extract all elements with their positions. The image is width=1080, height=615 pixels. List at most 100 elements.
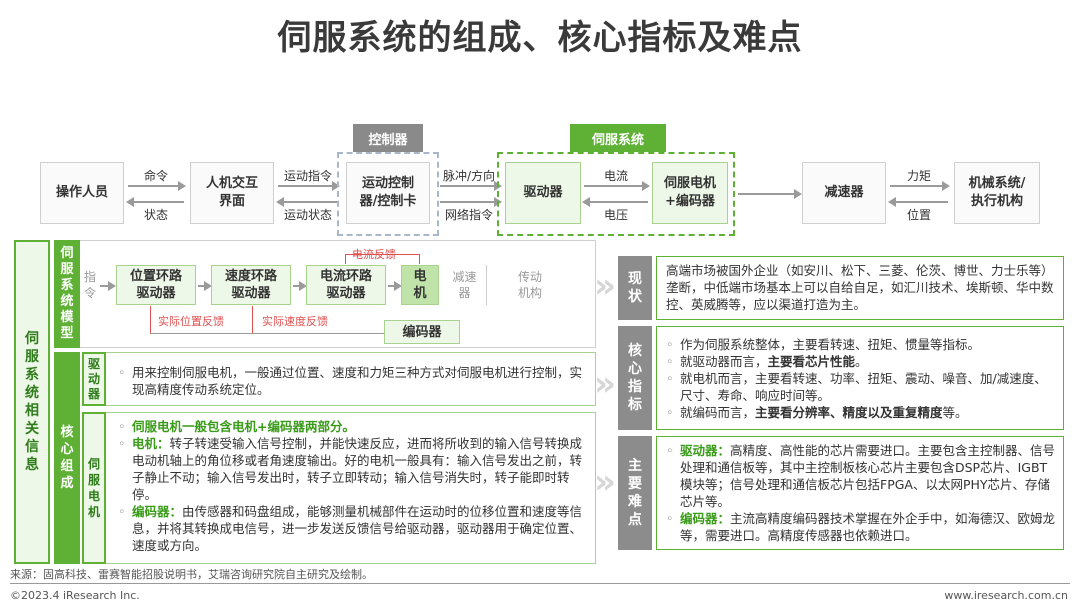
motion-status-label: 运动状态 xyxy=(283,208,332,222)
model-reducer: 减速 器 xyxy=(443,265,487,305)
core-motor-label: 伺 服 电 机 xyxy=(82,412,106,564)
motor-desc: ◦伺服电机一般包含电机+编码器两部分。 ◦电机：转子转速受输入信号控制，并能快速… xyxy=(118,418,588,554)
voltage-label: 电压 xyxy=(603,208,628,222)
status-label-box: 现 状 xyxy=(618,256,652,320)
arrow-current xyxy=(584,181,650,191)
bullet-icon: ◦ xyxy=(666,443,674,458)
arrow-cmd-pos xyxy=(100,281,116,291)
bullet-icon: ◦ xyxy=(666,371,674,386)
encoder-box: 编码器 xyxy=(384,320,460,344)
current-loop-box: 电流环路 驱动器 xyxy=(306,265,386,305)
controller-label: 运动控制 器/控制卡 xyxy=(359,176,417,209)
chevron-right-icon: » xyxy=(594,462,616,502)
bullet-icon: ◦ xyxy=(666,337,674,352)
related-info-label: 伺 服 系 统 相 关 信 息 xyxy=(14,240,50,564)
index-4-post: 等。 xyxy=(942,405,968,420)
index-text: ◦ 作为伺服系统整体，主要看转速、扭矩、惯量等指标。 ◦ 就驱动器而言，主要看芯片性… xyxy=(666,336,1058,421)
site-link: www.iresearch.com.cn xyxy=(944,589,1068,602)
chevron-right-icon: » xyxy=(594,266,616,306)
footer-divider xyxy=(10,583,1070,584)
encoder-key: 编码器： xyxy=(132,504,183,519)
cmd-label: 命令 xyxy=(143,169,168,183)
servo-header: 伺服系统 xyxy=(570,124,666,152)
core-driver-label: 驱 动 器 xyxy=(82,352,106,406)
index-1: 作为伺服系统整体，主要看转速、扭矩、惯量等指标。 xyxy=(680,337,981,352)
arrow-speed-current xyxy=(293,281,307,291)
source-note: 来源：固高科技、雷赛智能招股说明书，艾瑞咨询研究院自主研究及绘制。 xyxy=(10,568,373,581)
diff-panel xyxy=(656,436,1064,550)
pos-fb-line xyxy=(150,306,151,334)
mech-label: 机械系统/ 执行机构 xyxy=(968,176,1026,209)
reducer-label: 减速器 xyxy=(824,185,864,200)
current-fb-line xyxy=(345,254,420,264)
bullet-icon: ◦ xyxy=(118,365,126,380)
pos-fb-label: 实际位置反馈 xyxy=(158,315,224,328)
operator-box: 操作人员 xyxy=(40,162,124,224)
hmi-box: 人机交互 界面 xyxy=(190,162,274,224)
arrow-voltage xyxy=(582,197,648,207)
mech-box: 机械系统/ 执行机构 xyxy=(954,162,1040,224)
model-cmd: 指 令 xyxy=(83,270,96,300)
driver-label: 驱动器 xyxy=(523,185,563,200)
motor-encoder-label: 伺服电机 +编码器 xyxy=(663,176,716,209)
arrow-to-reducer xyxy=(738,189,802,199)
diff-1: 高精度、高性能的芯片需要进口。主要包含主控制器、信号处理和通信板等，其中主控制板… xyxy=(680,443,1056,509)
driver-desc-text: 用来控制伺服电机，一般通过位置、速度和力矩三种方式对伺服电机进行控制，实现高精度… xyxy=(132,365,583,397)
arrow-position xyxy=(888,197,948,207)
current-label: 电流 xyxy=(603,169,628,183)
reducer-box: 减速器 xyxy=(802,162,886,224)
diff-1-key: 驱动器： xyxy=(680,443,731,458)
index-2-pre: 就驱动器而言， xyxy=(680,354,768,369)
speed-loop-box: 速度环路 驱动器 xyxy=(211,265,291,305)
index-label-box: 核 心 指 标 xyxy=(618,326,652,430)
position-label: 位置 xyxy=(906,208,931,222)
bullet-icon: ◦ xyxy=(666,405,674,420)
status-label: 状态 xyxy=(143,208,168,222)
speed-fb-line xyxy=(252,306,253,334)
controller-box: 运动控制 器/控制卡 xyxy=(346,162,430,224)
diff-label-box: 主 要 难 点 xyxy=(618,436,652,550)
motor-panel xyxy=(82,412,596,564)
motor-line3: 由传感器和码盘组成，能够测量机械部件在运动时的位移位置和速度等信息，并将其转换成… xyxy=(132,504,583,553)
arrow-current-motor xyxy=(388,281,402,291)
speed-fb-label: 实际速度反馈 xyxy=(262,315,328,328)
pos-loop-box: 位置环路 驱动器 xyxy=(116,265,196,305)
driver-box: 驱动器 xyxy=(505,162,581,224)
arrow-cmd xyxy=(128,181,186,191)
controller-header: 控制器 xyxy=(353,124,423,152)
arrow-pos-speed xyxy=(198,281,212,291)
motor-box: 电 机 xyxy=(401,265,439,305)
index-4-pre: 就编码而言， xyxy=(680,405,756,420)
driver-desc: ◦ 用来控制伺服电机，一般通过位置、速度和力矩三种方式对伺服电机进行控制，实现高精… xyxy=(118,364,586,398)
arrow-net xyxy=(440,197,502,207)
diff-2-key: 编码器： xyxy=(680,511,731,526)
motion-cmd-label: 运动指令 xyxy=(283,169,332,183)
driver-panel xyxy=(82,352,596,406)
motor-key: 电机： xyxy=(132,436,170,451)
servo-frame xyxy=(497,152,735,236)
index-2-bold: 主要看芯片性能 xyxy=(767,354,856,369)
index-2-post: 。 xyxy=(855,354,868,369)
diff-2: 主流高精度编码器技术掌握在外企手中，如海德汉、欧姆龙等，需要进口。高精度传感器也… xyxy=(680,511,1056,543)
torque-label: 力矩 xyxy=(906,169,931,183)
chevron-right-icon: » xyxy=(594,364,616,404)
net-label: 网络指令 xyxy=(444,208,493,222)
motor-encoder-box: 伺服电机 +编码器 xyxy=(652,162,728,224)
arrow-motion-cmd xyxy=(278,181,340,191)
core-label: 核 心 组 成 xyxy=(54,352,80,564)
bullet-icon: ◦ xyxy=(118,419,126,434)
encoder-fb-line xyxy=(150,333,384,334)
diff-text: ◦ 驱动器：高精度、高性能的芯片需要进口。主要包含主控制器、信号处理和通信板等，其… xyxy=(666,442,1058,544)
bullet-icon: ◦ xyxy=(118,436,126,451)
arrow-pulse xyxy=(440,181,502,191)
index-3: 就电机而言，主要看转速、功率、扭矩、震动、噪音、加/减速度、尺寸、寿命、响应时间… xyxy=(680,371,1047,403)
motor-line1: 伺服电机一般包含电机+编码器两部分。 xyxy=(132,419,355,434)
index-4-bold: 主要看分辨率、精度以及重复精度 xyxy=(755,405,943,420)
index-panel xyxy=(656,326,1064,430)
status-panel xyxy=(656,256,1064,320)
bullet-icon: ◦ xyxy=(118,504,126,519)
pulse-label: 脉冲/方向 xyxy=(442,169,496,183)
bullet-icon: ◦ xyxy=(666,354,674,369)
model-label: 伺 服 系 统 模 型 xyxy=(54,240,80,348)
page-title: 伺服系统的组成、核心指标及难点 xyxy=(277,18,803,58)
